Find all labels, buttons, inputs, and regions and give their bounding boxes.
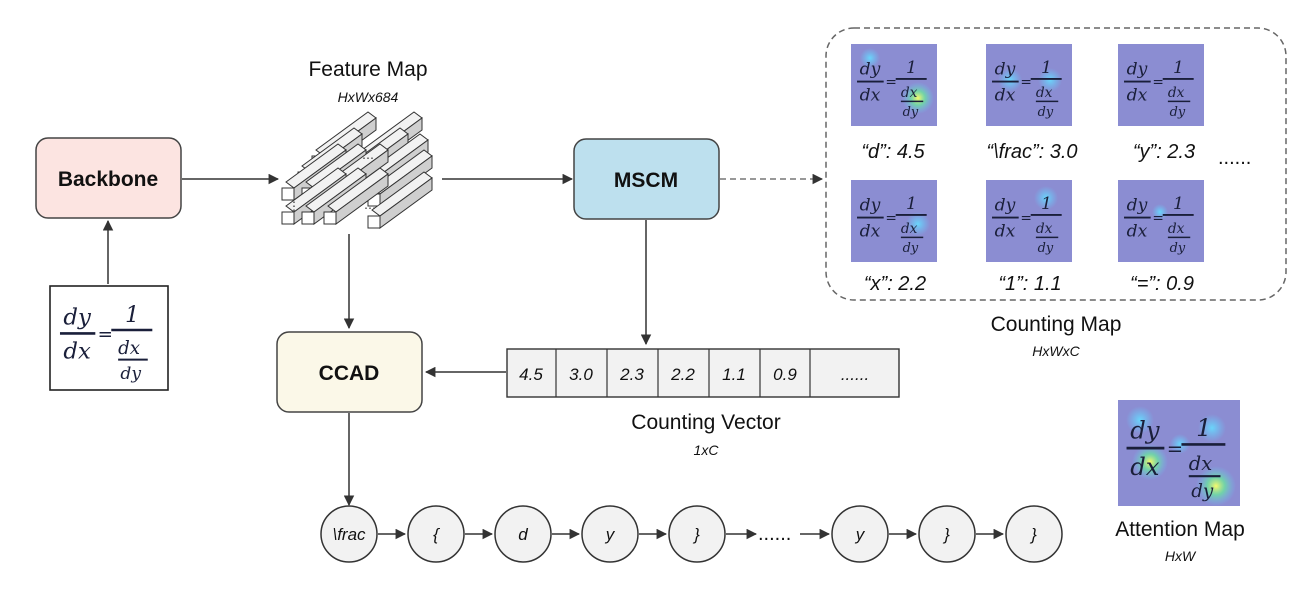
counting-map-tile-y (1118, 44, 1204, 126)
counting-map-tile-x (851, 180, 937, 262)
feature-map-title: Feature Map HxWx684 (308, 58, 427, 105)
feature-map-tensor: ⋯ ⋮ ⋯ (281, 111, 433, 229)
svg-text:⋯: ⋯ (362, 151, 374, 165)
svg-text:d: d (518, 525, 528, 544)
token-node: { (407, 505, 465, 563)
ccad-label: CCAD (319, 362, 380, 385)
token-node: } (918, 505, 976, 563)
svg-text:⋯: ⋯ (364, 201, 376, 215)
token-node: d (494, 505, 552, 563)
output-sequence: \frac { d y } ...... y } } (320, 505, 1063, 563)
svg-text:{: { (433, 525, 440, 544)
count-label-1: “1”: 1.1 (998, 273, 1061, 295)
attention-map-dims: HxW (1165, 548, 1197, 564)
attention-map-title: Attention Map (1115, 518, 1245, 541)
count-label-x: “x”: 2.2 (864, 273, 926, 295)
token-node: \frac (320, 505, 378, 563)
vector-cell: 2.2 (670, 365, 695, 384)
svg-text:y: y (855, 525, 866, 544)
count-label-d: “d”: 4.5 (861, 141, 925, 163)
vector-cell: ...... (841, 365, 869, 384)
svg-text:\frac: \frac (332, 525, 366, 544)
counting-map-title: Counting Map (991, 313, 1122, 336)
svg-text:}: } (942, 525, 950, 544)
mscm-block: MSCM (573, 138, 720, 220)
counting-vector: 4.5 3.0 2.3 2.2 1.1 0.9 ...... (506, 348, 900, 398)
token-node: } (668, 505, 726, 563)
svg-text:}: } (1029, 525, 1037, 544)
vector-cell: 4.5 (519, 365, 543, 384)
input-formula-image (49, 285, 169, 391)
svg-text:⋮: ⋮ (288, 199, 300, 213)
svg-text:}: } (692, 525, 700, 544)
svg-text:HxWx684: HxWx684 (338, 89, 399, 105)
backbone-label: Backbone (58, 168, 158, 191)
vector-cell: 0.9 (773, 365, 797, 384)
counting-map-tile-eq (1118, 180, 1204, 262)
counting-map-tile-d (851, 44, 937, 126)
token-node: y (831, 505, 889, 563)
vector-cell: 1.1 (722, 365, 746, 384)
counting-vector-dims: 1xC (694, 442, 720, 458)
svg-text:y: y (605, 525, 616, 544)
counting-map-more: ...... (1218, 147, 1251, 169)
counting-map-tile-1 (986, 180, 1072, 262)
counting-vector-title: Counting Vector (631, 411, 780, 434)
count-label-eq: “=”: 0.9 (1130, 273, 1194, 295)
vector-cell: 3.0 (569, 365, 593, 384)
attention-map-image (1118, 400, 1240, 506)
token-node: y (581, 505, 639, 563)
counting-map-dims: HxWxC (1032, 343, 1080, 359)
counting-map-panel: “d”: 4.5 “\frac”: 3.0 “y”: 2.3 ...... “x… (825, 27, 1287, 301)
token-node: } (1005, 505, 1063, 563)
backbone-block: Backbone (35, 137, 182, 219)
count-label-frac: “\frac”: 3.0 (986, 141, 1077, 163)
counting-map-tile-frac (986, 44, 1072, 126)
vector-cell: 2.3 (619, 365, 644, 384)
mscm-label: MSCM (614, 169, 678, 192)
token-ellipsis: ...... (758, 523, 791, 545)
ccad-block: CCAD (276, 331, 423, 413)
count-label-y: “y”: 2.3 (1133, 141, 1195, 163)
svg-text:Feature Map: Feature Map (308, 58, 427, 81)
